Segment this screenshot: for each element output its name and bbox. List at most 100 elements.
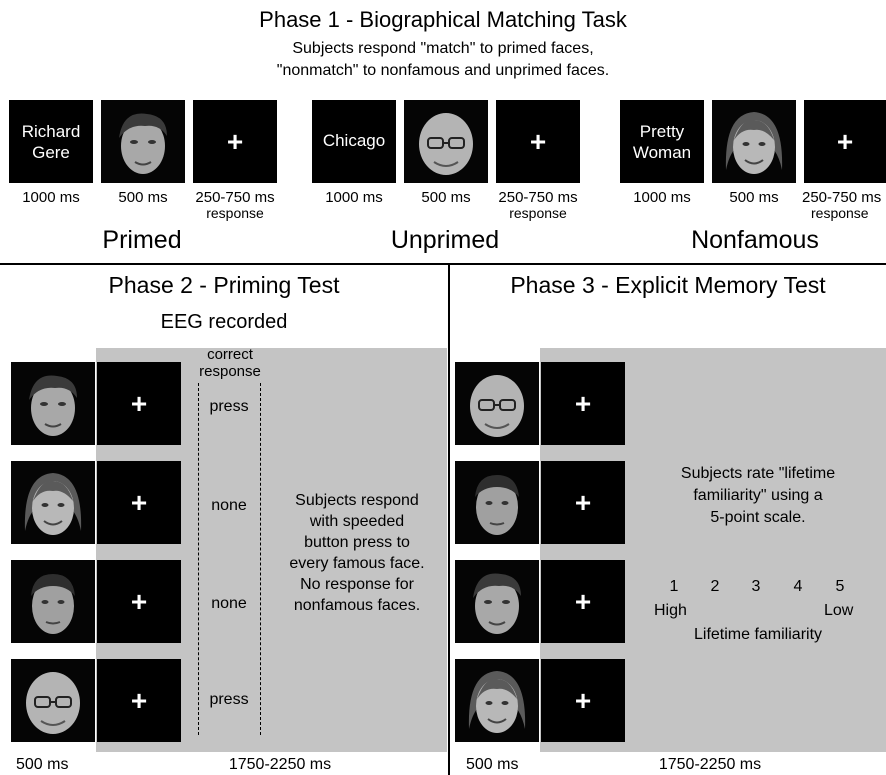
fixation-cross-box: + bbox=[97, 362, 181, 445]
dashed-line-right bbox=[260, 383, 261, 735]
p3-face-young-man bbox=[455, 560, 539, 643]
fixation-cross: + bbox=[836, 125, 854, 157]
fixation-cross-box: + bbox=[541, 560, 625, 643]
phase3-face-duration: 500 ms bbox=[466, 756, 519, 773]
condition-label: Unprimed bbox=[390, 226, 500, 254]
young-man-face-image bbox=[101, 100, 185, 183]
scale-point-1: 1 bbox=[669, 578, 679, 595]
phase3-fixation-duration: 1750-2250 ms bbox=[658, 756, 762, 773]
phase1-subtitle-line1: Subjects respond "match" to primed faces… bbox=[292, 40, 594, 57]
instruction-line: Subjects respond bbox=[295, 492, 419, 509]
scale-low-label: Low bbox=[824, 602, 854, 619]
woman-face-icon bbox=[11, 461, 95, 544]
timing-label: 250-750 ms bbox=[498, 189, 578, 206]
young-man-face-icon bbox=[455, 560, 539, 643]
fixation-cross: + bbox=[529, 125, 547, 157]
timing-label: 500 ms bbox=[729, 189, 779, 206]
fixation-cross: + bbox=[130, 387, 148, 419]
scale-point-2: 2 bbox=[710, 578, 720, 595]
fixation-cross-box: + bbox=[97, 560, 181, 643]
name-card-chicago: Chicago bbox=[312, 100, 396, 183]
phase3-title: Phase 3 - Explicit Memory Test bbox=[510, 272, 826, 298]
name-line2: Gere bbox=[32, 142, 70, 162]
horizontal-divider bbox=[0, 263, 886, 265]
timing-label: 1000 ms bbox=[22, 189, 80, 206]
elderly-man-glasses-face-icon bbox=[455, 362, 539, 445]
fixation-cross: + bbox=[574, 585, 592, 617]
fixation-cross-box: + bbox=[541, 362, 625, 445]
phase2-instruction: Subjects respond with speeded button pre… bbox=[268, 490, 446, 616]
woman-face-icon bbox=[455, 659, 539, 742]
fixation-cross: + bbox=[574, 486, 592, 518]
fixation-cross-box: + bbox=[496, 100, 580, 183]
timing-label: 1000 ms bbox=[633, 189, 691, 206]
scale-point-4: 4 bbox=[793, 578, 803, 595]
fixation-cross: + bbox=[574, 387, 592, 419]
response-label: response bbox=[206, 205, 264, 221]
timing-label: 1000 ms bbox=[325, 189, 383, 206]
timing-label: 250-750 ms bbox=[802, 190, 882, 206]
woman-face-icon bbox=[712, 100, 796, 183]
name-line1: Richard bbox=[21, 121, 81, 141]
phase3-instruction: Subjects rate "lifetime familiarity" usi… bbox=[630, 463, 886, 529]
p3-face-elderly-man bbox=[455, 362, 539, 445]
header-line1: correct bbox=[207, 346, 253, 363]
instruction-line: button press to bbox=[304, 534, 410, 551]
fixation-cross-box: + bbox=[541, 461, 625, 544]
fixation-cross: + bbox=[130, 486, 148, 518]
fixation-cross: + bbox=[226, 125, 244, 157]
instruction-line: Subjects rate "lifetime bbox=[680, 465, 836, 482]
phase1-title: Phase 1 - Biographical Matching Task bbox=[259, 7, 627, 32]
instruction-line: with speeded bbox=[309, 513, 405, 530]
fixation-cross-box: + bbox=[193, 100, 277, 183]
phase2-title: Phase 2 - Priming Test bbox=[108, 272, 340, 298]
timing-label: 250-750 ms bbox=[195, 189, 275, 206]
vertical-divider bbox=[448, 264, 450, 775]
condition-label: Primed bbox=[102, 226, 182, 254]
elderly-man-glasses-face-icon bbox=[404, 100, 488, 183]
fixation-cross-box: + bbox=[541, 659, 625, 742]
response-value: press bbox=[209, 398, 249, 415]
phase2-face-duration: 500 ms bbox=[16, 756, 69, 773]
scale-point-5: 5 bbox=[835, 578, 845, 595]
name-line1: Pretty bbox=[639, 121, 685, 141]
phase2-subtitle: EEG recorded bbox=[160, 311, 288, 333]
instruction-line: every famous face. bbox=[289, 555, 425, 572]
timing-label: 500 ms bbox=[421, 189, 471, 206]
man-face-icon bbox=[11, 560, 95, 643]
dashed-line-left bbox=[198, 383, 199, 735]
p2-face-elderly-man bbox=[11, 659, 95, 742]
response-label: response bbox=[811, 206, 869, 221]
name-line1: Chicago bbox=[322, 131, 386, 150]
woman-face-image bbox=[712, 100, 796, 183]
response-value: press bbox=[209, 691, 249, 708]
instruction-line: familiarity" using a bbox=[693, 487, 823, 504]
fixation-cross: + bbox=[130, 585, 148, 617]
fixation-cross-box: + bbox=[97, 659, 181, 742]
scale-high-label: High bbox=[654, 602, 687, 619]
fixation-cross-box: + bbox=[97, 461, 181, 544]
timing-label: 500 ms bbox=[118, 189, 168, 206]
scale-axis-label: Lifetime familiarity bbox=[693, 626, 823, 643]
instruction-line: 5-point scale. bbox=[710, 509, 806, 526]
instruction-line: No response for bbox=[300, 576, 414, 593]
condition-label: Nonfamous bbox=[691, 226, 819, 254]
fixation-cross: + bbox=[574, 684, 592, 716]
p2-face-woman bbox=[11, 461, 95, 544]
fixation-cross: + bbox=[130, 684, 148, 716]
p2-face-man bbox=[11, 560, 95, 643]
elderly-man-glasses-face-icon bbox=[11, 659, 95, 742]
young-man-face-icon bbox=[11, 362, 95, 445]
response-label: response bbox=[509, 205, 567, 221]
scale-point-3: 3 bbox=[751, 578, 761, 595]
fixation-cross-box: + bbox=[804, 100, 886, 183]
header-line2: response bbox=[199, 363, 261, 380]
name-line2: Woman bbox=[632, 142, 692, 162]
man-face-icon bbox=[455, 461, 539, 544]
phase1-subtitle-line2: "nonmatch" to nonfamous and unprimed fac… bbox=[276, 62, 610, 79]
young-man-face-icon bbox=[101, 100, 185, 183]
elderly-man-face-image bbox=[404, 100, 488, 183]
